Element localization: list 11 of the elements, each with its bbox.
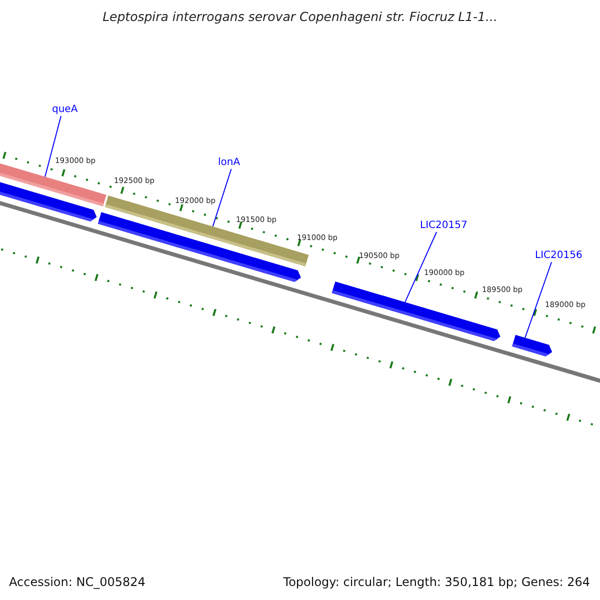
leader-line <box>404 232 438 303</box>
leader-line <box>44 116 62 178</box>
footer-text: Accession: NC_005824 <box>9 575 146 589</box>
gene-label: LIC20157 <box>420 220 468 232</box>
diagram-title: Leptospira interrogans serovar Copenhageni str. Fiocruz L1-1... <box>102 9 498 24</box>
leader-line <box>524 262 552 338</box>
gene-label: lonA <box>218 157 240 169</box>
footer-text: Topology: circular; Length: 350,181 bp; Genes: 264 <box>283 575 590 589</box>
gene-label: queA <box>52 104 78 116</box>
gene-feature <box>512 334 552 356</box>
gene-label: LIC20156 <box>535 250 582 262</box>
